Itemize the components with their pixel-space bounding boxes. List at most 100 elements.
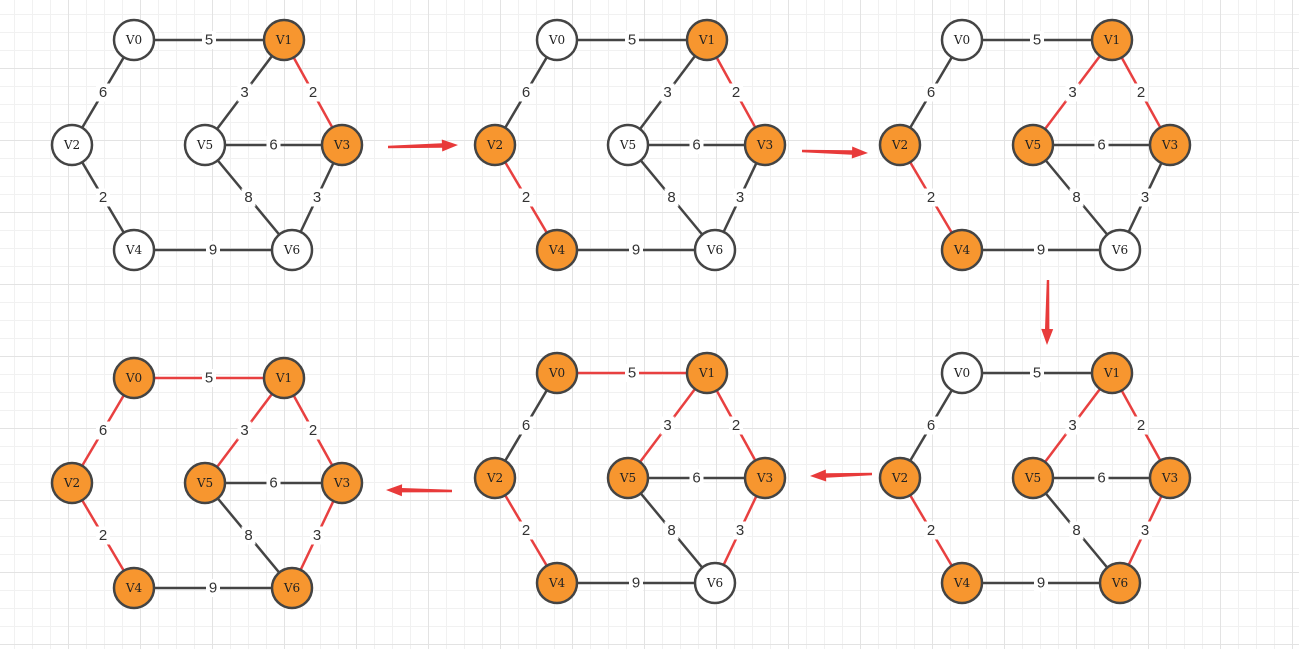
edge-weight-bg	[629, 574, 643, 592]
node-v1: V1	[262, 18, 306, 62]
edge-weight-label: 6	[522, 417, 530, 434]
edge-weight-bg	[310, 526, 324, 545]
step-arrow-2	[802, 146, 868, 159]
node-v3: V3	[743, 456, 787, 500]
node-v6: V6	[270, 566, 314, 610]
edge-weight-bg	[237, 421, 252, 440]
edge-weight-label: 8	[244, 527, 252, 544]
edge-weight-label: 2	[309, 422, 317, 439]
node-circle	[1148, 123, 1192, 167]
edge-weight-label: 2	[99, 527, 107, 544]
edge-weight-bg	[924, 521, 938, 540]
node-v1: V1	[262, 356, 306, 400]
edge-weight-bg	[96, 526, 110, 545]
step-arrow-4	[810, 469, 872, 482]
node-label: V0	[548, 366, 565, 380]
node-circle	[878, 123, 922, 167]
node-label: V3	[756, 471, 773, 485]
edge-weight-label: 9	[209, 242, 217, 259]
edge-weight-bg	[1138, 521, 1152, 540]
edge-weight-bg	[733, 188, 747, 207]
node-circle	[473, 123, 517, 167]
edge-weight-label: 9	[1037, 575, 1045, 592]
edge-weight-label: 8	[1072, 189, 1080, 206]
node-circle	[743, 456, 787, 500]
node-v1: V1	[1090, 18, 1134, 62]
node-circle	[1098, 228, 1142, 272]
edge-weight-bg	[1094, 136, 1109, 154]
node-label: V1	[698, 33, 715, 47]
edge-weight-label: 2	[732, 417, 740, 434]
node-label: V4	[548, 243, 566, 257]
edge-weight-label: 5	[205, 32, 213, 49]
edge-weight-label: 5	[1033, 32, 1041, 49]
node-v0: V0	[940, 351, 984, 395]
node-label: V1	[1103, 33, 1120, 47]
node-label: V2	[891, 138, 908, 152]
edge-weight-label: 3	[1068, 417, 1076, 434]
edge-weight-label: 9	[632, 575, 640, 592]
node-v0: V0	[940, 18, 984, 62]
node-v2: V2	[50, 123, 94, 167]
edge-weight-bg	[1134, 83, 1148, 102]
edge-weight-bg	[241, 526, 256, 545]
node-v6: V6	[270, 228, 314, 272]
node-v5: V5	[1011, 123, 1055, 167]
node-label: V4	[953, 243, 971, 257]
node-label: V1	[698, 366, 715, 380]
node-v2: V2	[473, 456, 517, 500]
node-label: V6	[283, 581, 300, 595]
node-circle	[1148, 456, 1192, 500]
edge-weight-bg	[519, 188, 533, 207]
edge-weight-bg	[689, 136, 704, 154]
node-label: V0	[548, 33, 565, 47]
node-label: V6	[706, 576, 723, 590]
edge-weight-label: 3	[736, 189, 744, 206]
edge-weight-label: 3	[736, 522, 744, 539]
node-label: V5	[196, 476, 213, 490]
edge-weight-label: 6	[927, 84, 935, 101]
edge-weight-label: 2	[732, 84, 740, 101]
node-label: V1	[275, 33, 292, 47]
node-circle	[1090, 351, 1134, 395]
edge-weight-bg	[306, 421, 320, 440]
edge-weight-bg	[625, 364, 639, 382]
node-label: V1	[275, 371, 292, 385]
edge-weight-label: 2	[927, 522, 935, 539]
node-circle	[693, 561, 737, 605]
edge-weight-label: 6	[269, 475, 277, 492]
edge-weight-label: 9	[209, 580, 217, 597]
edge-weight-bg	[1030, 31, 1044, 49]
node-v5: V5	[606, 123, 650, 167]
node-v5: V5	[1011, 456, 1055, 500]
edge-weight-bg	[96, 421, 110, 440]
node-label: V4	[953, 576, 971, 590]
node-v6: V6	[693, 228, 737, 272]
edge-weight-bg	[1134, 416, 1148, 435]
edge-weight-label: 2	[309, 84, 317, 101]
node-label: V4	[125, 581, 143, 595]
node-v6: V6	[1098, 561, 1142, 605]
edge-weight-label: 6	[692, 470, 700, 487]
edge-weight-label: 2	[927, 189, 935, 206]
edge-weight-label: 3	[313, 189, 321, 206]
edge-weight-label: 9	[632, 242, 640, 259]
node-circle	[270, 566, 314, 610]
node-v1: V1	[685, 351, 729, 395]
node-circle	[940, 18, 984, 62]
node-circle	[50, 123, 94, 167]
edge-weight-bg	[519, 521, 533, 540]
node-label: V5	[1024, 471, 1041, 485]
node-label: V0	[953, 33, 970, 47]
edge-weight-bg	[202, 369, 216, 387]
edge-weight-bg	[202, 31, 216, 49]
node-circle	[940, 228, 984, 272]
node-circle	[535, 351, 579, 395]
node-circle	[535, 561, 579, 605]
edge-weight-bg	[1065, 83, 1080, 102]
node-label: V2	[891, 471, 908, 485]
node-circle	[320, 123, 364, 167]
node-circle	[693, 228, 737, 272]
edge-weight-label: 8	[244, 189, 252, 206]
